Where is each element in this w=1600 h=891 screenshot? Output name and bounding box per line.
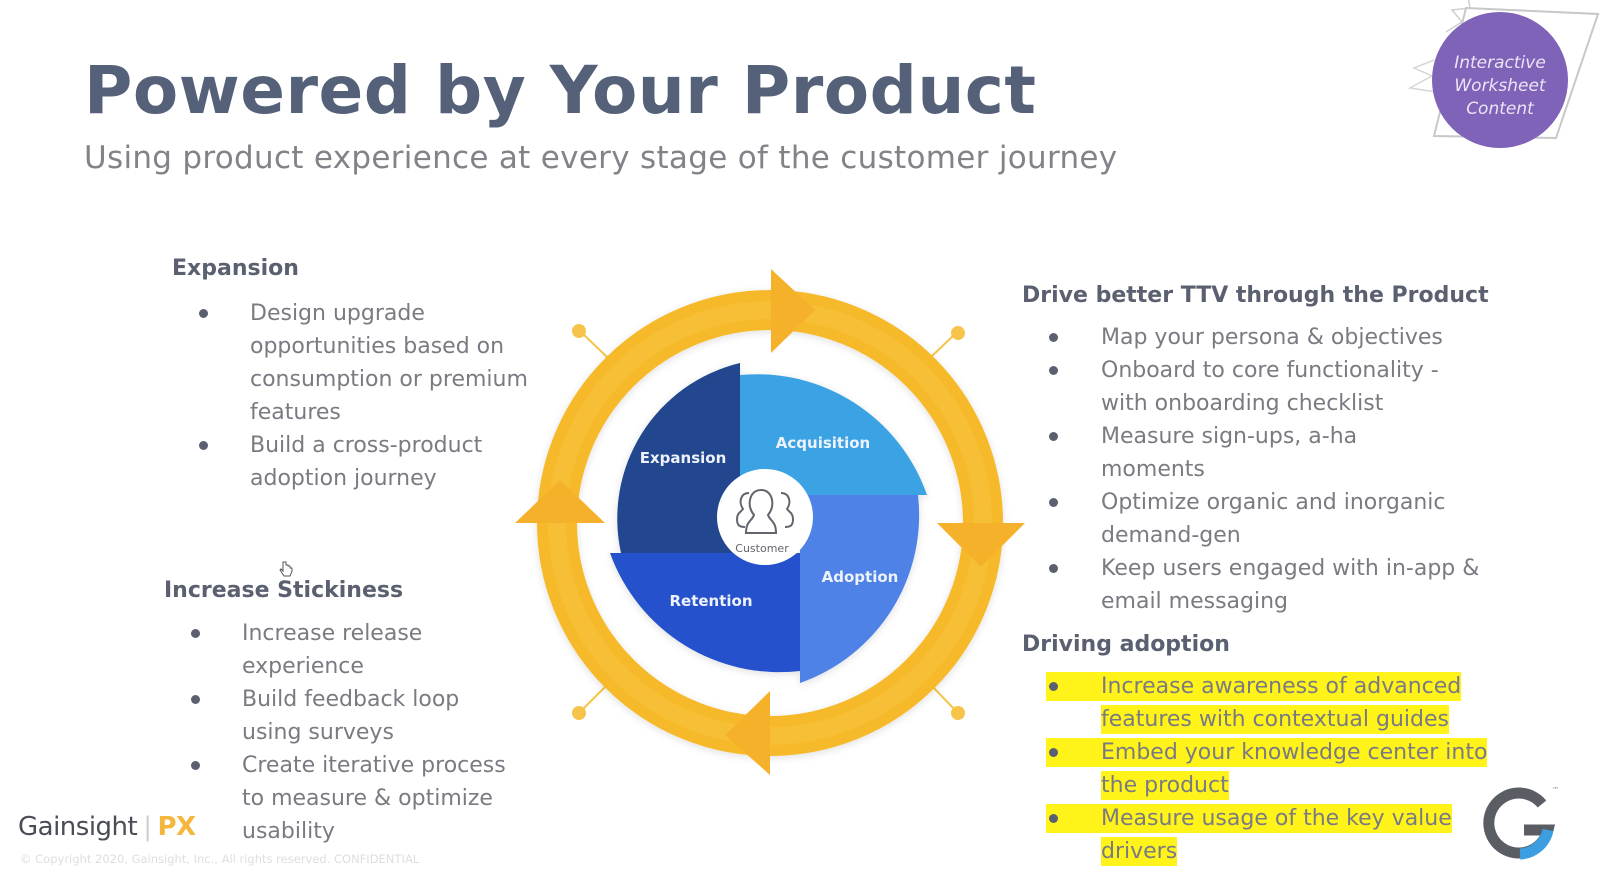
quadrant-label: Adoption [822, 568, 899, 586]
badge-text: Interactive Worksheet Content [1432, 52, 1568, 121]
bullet-icon [199, 309, 208, 318]
bullet-icon [1049, 682, 1058, 691]
gainsight-g-logo-icon: ™ [1483, 786, 1559, 860]
copyright-text: © Copyright 2020, Gainsight, Inc., All r… [20, 852, 420, 866]
quadrant-label: Expansion [640, 449, 727, 467]
svg-text:™: ™ [1552, 786, 1559, 794]
bullet-icon [191, 629, 200, 638]
list-item-highlighted: Increase awareness of advanced features … [1022, 670, 1562, 736]
list-item: Keep users engaged with in-app & email m… [1022, 552, 1562, 618]
bullet-icon [1049, 814, 1058, 823]
list-item: Create iterative process to measure & op… [164, 749, 524, 848]
interactive-worksheet-badge [1407, 0, 1600, 148]
bullet-icon [1049, 564, 1058, 573]
arrow-left-bottom [725, 691, 770, 775]
list-item: Optimize organic and inorganic demand-ge… [1022, 486, 1562, 552]
list-item: Increase release experience [164, 617, 524, 683]
bullet-icon [1049, 366, 1058, 375]
starburst-icon [1445, 0, 1471, 33]
list-item: Onboard to core functionality - with onb… [1022, 354, 1562, 420]
list-item: Measure sign-ups, a-ha moments [1022, 420, 1562, 486]
quadrant-label: Retention [669, 592, 752, 610]
list-item-highlighted: Measure usage of the key value drivers [1022, 802, 1562, 868]
list-item: Build a cross-product adoption journey [172, 429, 552, 495]
list-item: Build feedback loop using surveys [164, 683, 524, 749]
badge-line-3: Content [1466, 99, 1534, 119]
center-label: Customer [735, 542, 789, 555]
section-expansion: Expansion Design upgrade opportunities b… [172, 256, 552, 495]
arrow-up-left [515, 480, 605, 523]
section-increase-stickiness: Increase Stickiness Increase release exp… [164, 578, 524, 848]
list-item-highlighted: Embed your knowledge center into the pro… [1022, 736, 1562, 802]
quadrant-retention [610, 553, 800, 673]
center-circle [717, 469, 813, 565]
section-driving-adoption: Driving adoption Increase awareness of a… [1022, 632, 1562, 868]
hand-cursor-icon [279, 561, 293, 577]
gainsight-px-logo: Gainsight|PX [18, 812, 196, 842]
bullet-icon [1049, 748, 1058, 757]
arrow-icons [515, 269, 1025, 775]
slide-title: Powered by Your Product [84, 52, 1037, 129]
quadrant-adoption [800, 495, 920, 683]
customer-journey-diagram: Customer Expansion Acquisition Adoption … [515, 269, 1025, 775]
bullet-icon [199, 441, 208, 450]
brand-name: Gainsight [18, 812, 138, 842]
product-name: PX [157, 812, 197, 842]
quadrant-label: Acquisition [776, 434, 870, 452]
arrow-right-top [771, 269, 815, 353]
bullet-icon [1049, 432, 1058, 441]
badge-line-1: Interactive [1454, 53, 1546, 73]
customer-group-icon [735, 488, 795, 534]
bullet-icon [1049, 333, 1058, 342]
bullet-icon [1049, 498, 1058, 507]
section-heading: Drive better TTV through the Product [1022, 283, 1489, 308]
list-item: Map your persona & objectives [1022, 321, 1562, 354]
quadrant-expansion [617, 363, 740, 553]
arrow-down-right [937, 523, 1025, 567]
connector-dots [572, 324, 965, 720]
list-item: Design upgrade opportunities based on co… [172, 297, 552, 429]
bullet-icon [191, 761, 200, 770]
slide-subtitle: Using product experience at every stage … [84, 140, 1118, 176]
section-heading: Increase Stickiness [164, 578, 404, 603]
bullet-icon [191, 695, 200, 704]
badge-circle [1432, 12, 1568, 148]
section-heading: Driving adoption [1022, 632, 1230, 657]
quadrant-acquisition [740, 374, 927, 495]
section-heading: Expansion [172, 256, 299, 281]
section-drive-ttv: Drive better TTV through the Product Map… [1022, 283, 1562, 618]
badge-line-2: Worksheet [1454, 76, 1546, 96]
